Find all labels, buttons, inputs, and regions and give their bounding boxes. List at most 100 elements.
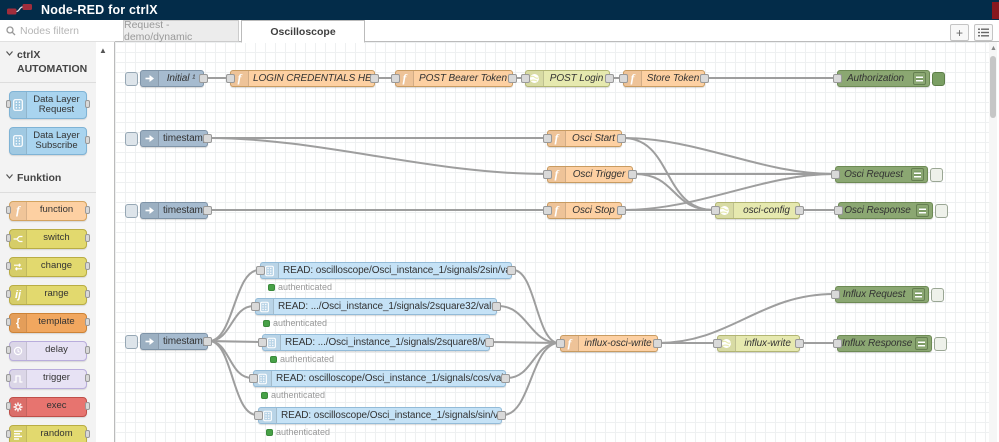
deploy-button-edge[interactable]	[992, 2, 999, 19]
node-output-port[interactable]	[492, 302, 501, 311]
node-output-port[interactable]	[508, 74, 517, 83]
node-function-osci-start[interactable]: f Osci Start	[543, 130, 626, 147]
node-input-port[interactable]	[226, 74, 235, 83]
node-input-port[interactable]	[391, 74, 400, 83]
node-output-port[interactable]	[485, 338, 494, 347]
inject-button[interactable]	[125, 335, 138, 349]
chevron-down-icon	[6, 174, 13, 180]
node-input-port[interactable]	[543, 170, 552, 179]
palette-scrollbar[interactable]: ▲	[96, 42, 114, 442]
node-output-port[interactable]	[203, 337, 212, 346]
palette-category-ctrlx[interactable]: ctrlX AUTOMATION	[0, 42, 96, 84]
inject-button[interactable]	[125, 72, 138, 86]
node-input-port[interactable]	[251, 302, 260, 311]
node-input-port[interactable]	[521, 74, 530, 83]
palette-node-trigger[interactable]: trigger	[6, 368, 90, 389]
node-read-2square32[interactable]: READ: .../Osci_instance_1/signals/2squar…	[251, 298, 501, 315]
node-output-port[interactable]	[628, 170, 637, 179]
node-input-port[interactable]	[256, 266, 265, 275]
palette-search[interactable]	[0, 20, 115, 42]
node-function-post-bearer-token[interactable]: f POST Bearer Token	[391, 70, 517, 87]
node-function-osci-stop[interactable]: f Osci Stop	[543, 202, 626, 219]
palette-node-random[interactable]: random	[6, 424, 90, 442]
debug-toggle-button[interactable]	[932, 72, 945, 86]
node-debug-authorization[interactable]: Authorization	[833, 70, 945, 87]
canvas-scrollbar[interactable]: ▲	[989, 42, 997, 442]
debug-toggle-button[interactable]	[935, 204, 948, 218]
palette-node-data-layer-request[interactable]: Data Layer Request	[6, 91, 90, 120]
node-function-influx-osci-write[interactable]: f influx-osci-write	[556, 335, 662, 352]
palette-node-template[interactable]: { template	[6, 312, 90, 333]
node-http-osci-config[interactable]: osci-config	[711, 202, 804, 219]
node-debug-influx-response[interactable]: Influx Response	[833, 335, 947, 352]
node-output-port[interactable]	[370, 74, 379, 83]
node-output-port[interactable]	[203, 206, 212, 215]
node-http-influx-write[interactable]: influx-write	[713, 335, 804, 352]
node-debug-osci-response[interactable]: Osci Response	[834, 202, 948, 219]
node-output-port[interactable]	[617, 206, 626, 215]
scroll-up-icon[interactable]: ▲	[99, 46, 107, 55]
debug-toggle-button[interactable]	[931, 288, 944, 302]
inject-button[interactable]	[125, 204, 138, 218]
node-function-login-credentials[interactable]: f LOGIN CREDENTIALS HERE	[226, 70, 379, 87]
palette-node-change[interactable]: change	[6, 256, 90, 277]
node-output-port[interactable]	[203, 134, 212, 143]
node-debug-influx-request[interactable]: Influx Request	[831, 286, 944, 303]
scroll-up-icon[interactable]: ▲	[990, 45, 997, 52]
node-output-port[interactable]	[605, 74, 614, 83]
node-inject-timestamp-3[interactable]: timestamp	[125, 333, 212, 350]
add-flow-button[interactable]: +	[950, 24, 969, 41]
node-read-sin[interactable]: READ: oscilloscope/Osci_instance_1/signa…	[254, 407, 506, 424]
node-input-port[interactable]	[831, 170, 840, 179]
node-read-cos[interactable]: READ: oscilloscope/Osci_instance_1/signa…	[249, 370, 510, 387]
node-input-port[interactable]	[833, 74, 842, 83]
node-output-port	[85, 317, 90, 326]
node-input-port[interactable]	[833, 339, 842, 348]
debug-toggle-button[interactable]	[930, 168, 943, 182]
node-inject-timestamp-2[interactable]: timestamp	[125, 202, 212, 219]
node-input-port[interactable]	[249, 374, 258, 383]
node-input-port[interactable]	[713, 339, 722, 348]
node-debug-osci-request[interactable]: Osci Request	[831, 166, 943, 183]
palette-node-switch[interactable]: switch	[6, 228, 90, 249]
flow-list-button[interactable]	[974, 24, 993, 41]
node-output-port[interactable]	[795, 206, 804, 215]
tab-oscilloscope[interactable]: Oscilloscope	[241, 20, 365, 43]
node-read-2sin[interactable]: READ: oscilloscope/Osci_instance_1/signa…	[256, 262, 516, 279]
node-inject-initial[interactable]: Initial ¹	[125, 70, 208, 87]
node-output-port[interactable]	[497, 411, 506, 420]
palette-node-function[interactable]: f function	[6, 200, 90, 221]
flow-canvas[interactable]	[115, 42, 989, 442]
node-output-port[interactable]	[795, 339, 804, 348]
node-input-port[interactable]	[543, 134, 552, 143]
node-output-port[interactable]	[653, 339, 662, 348]
node-output-port[interactable]	[700, 74, 709, 83]
node-function-store-token[interactable]: f Store Token	[619, 70, 709, 87]
node-output-port[interactable]	[199, 74, 208, 83]
node-input-port[interactable]	[619, 74, 628, 83]
debug-toggle-button[interactable]	[934, 337, 947, 351]
node-input-port[interactable]	[711, 206, 720, 215]
inject-button[interactable]	[125, 132, 138, 146]
node-input-port[interactable]	[831, 290, 840, 299]
palette-category-funktion[interactable]: Funktion	[0, 165, 96, 193]
palette-node-delay[interactable]: delay	[6, 340, 90, 361]
node-input-port[interactable]	[543, 206, 552, 215]
node-input-port[interactable]	[834, 206, 843, 215]
node-output-port[interactable]	[617, 134, 626, 143]
node-input-port[interactable]	[258, 338, 267, 347]
search-input[interactable]	[20, 24, 100, 37]
palette-node-exec[interactable]: exec	[6, 396, 90, 417]
palette-node-range[interactable]: ij range	[6, 284, 90, 305]
palette-node-data-layer-subscribe[interactable]: Data Layer Subscribe	[9, 127, 90, 156]
node-output-port[interactable]	[507, 266, 516, 275]
node-input-port[interactable]	[254, 411, 263, 420]
scrollbar-thumb[interactable]	[990, 56, 996, 118]
node-input-port[interactable]	[556, 339, 565, 348]
node-http-post-login[interactable]: POST Login	[521, 70, 614, 87]
node-inject-timestamp-1[interactable]: timestamp	[125, 130, 212, 147]
node-function-osci-trigger[interactable]: f Osci Trigger	[543, 166, 637, 183]
tab-request-demo-dynamic[interactable]: Request - demo/dynamic	[123, 19, 239, 43]
node-output-port[interactable]	[501, 374, 510, 383]
node-read-2square8[interactable]: READ: .../Osci_instance_1/signals/2squar…	[258, 334, 494, 351]
